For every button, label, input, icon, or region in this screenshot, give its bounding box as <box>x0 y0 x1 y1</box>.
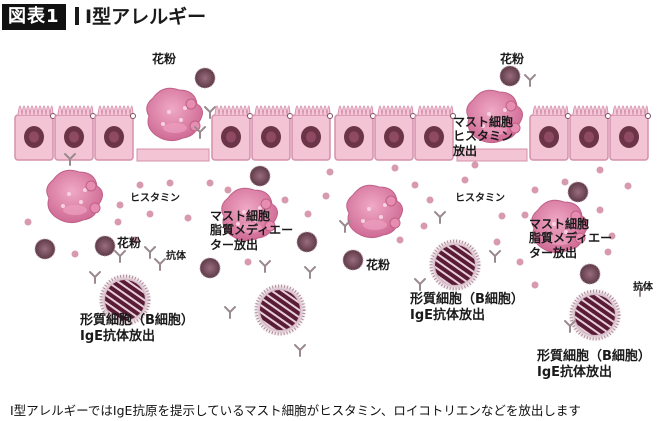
label-mast-cell-top: マスト細胞 ヒスタミン 放出 <box>453 115 514 158</box>
label-antibody-left: 抗体 <box>166 251 186 262</box>
epithelium-layer-center-left <box>211 105 334 161</box>
label-antibody-right: 抗体 <box>633 282 653 293</box>
label-pollen-top-right: 花粉 <box>500 52 525 66</box>
figure-caption: I型アレルギーではIgE抗原を提示しているマスト細胞がヒスタミン、ロイコトリエン… <box>10 403 581 418</box>
epithelium-layer-right <box>529 105 652 161</box>
label-pollen-mid-left: 花粉 <box>117 236 142 250</box>
label-plasma-cell-right: 形質細胞（B細胞） IgE抗体放出 <box>537 349 651 380</box>
epithelium-layer-center-right <box>334 105 457 161</box>
label-histamine-left: ヒスタミン <box>130 193 180 204</box>
label-mast-cell-mid-left: マスト細胞 脂質メディエー ター放出 <box>210 209 294 252</box>
figure-title: I型アレルギー <box>75 4 206 30</box>
title-bar <box>75 7 79 25</box>
allergy-illustration <box>14 65 652 357</box>
figure-badge: 図表1 <box>2 4 66 30</box>
label-mast-cell-mid-right: マスト細胞 脂質メディエー ター放出 <box>529 217 613 260</box>
figure-title-text: I型アレルギー <box>85 6 207 28</box>
label-pollen-top-left: 花粉 <box>152 52 177 66</box>
label-plasma-cell-left: 形質細胞（B細胞） IgE抗体放出 <box>80 313 194 344</box>
label-histamine-right: ヒスタミン <box>455 193 505 204</box>
epithelium-layer-left <box>14 105 137 161</box>
label-plasma-cell-mid: 形質細胞（B細胞） IgE抗体放出 <box>410 292 524 323</box>
label-pollen-mid-center: 花粉 <box>366 258 391 272</box>
